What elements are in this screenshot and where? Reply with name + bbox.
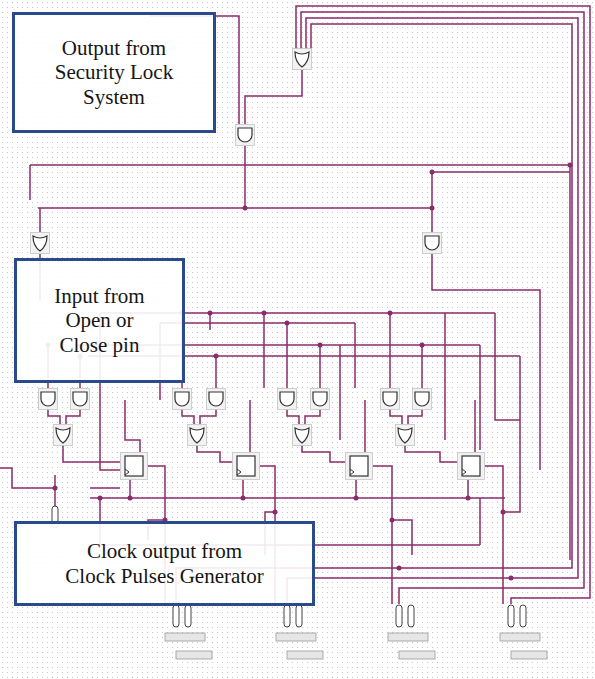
callout-text: Input from Open or Close pin [45, 284, 155, 356]
callout-box: Output from Security Lock System [12, 12, 216, 133]
callout-box: Clock output from Clock Pulses Generator [14, 521, 315, 606]
callout-text: Clock output from Clock Pulses Generator [63, 539, 267, 587]
callout-text: Output from Security Lock System [44, 36, 184, 108]
callout-box: Input from Open or Close pin [14, 258, 185, 383]
